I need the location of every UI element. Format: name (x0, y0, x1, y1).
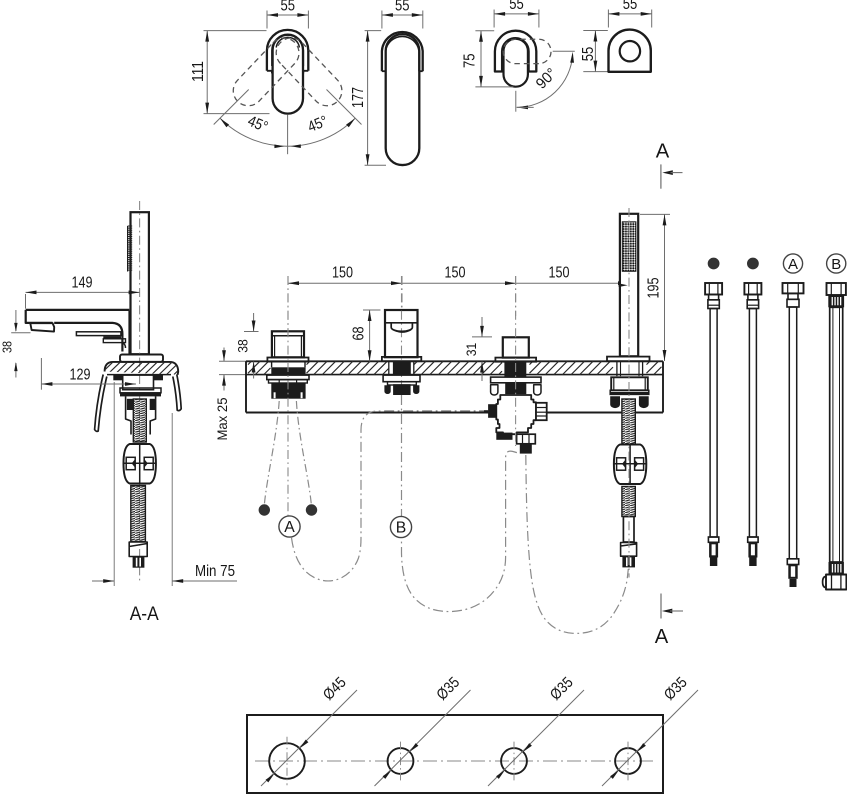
svg-text:A: A (656, 140, 670, 163)
svg-text:B: B (396, 520, 407, 537)
svg-text:45°: 45° (305, 113, 330, 136)
svg-text:38: 38 (0, 341, 15, 353)
svg-text:55: 55 (580, 47, 597, 62)
svg-text:A: A (284, 519, 295, 536)
svg-text:Min 75: Min 75 (195, 563, 235, 580)
svg-text:129: 129 (70, 367, 91, 384)
svg-text:55: 55 (509, 0, 524, 13)
svg-text:111: 111 (190, 61, 207, 82)
svg-text:45°: 45° (245, 113, 270, 136)
svg-text:38: 38 (236, 339, 252, 353)
svg-text:A-A: A-A (130, 603, 159, 625)
svg-text:Max 25: Max 25 (215, 397, 231, 440)
svg-text:55: 55 (395, 0, 410, 15)
svg-text:B: B (831, 256, 841, 273)
svg-text:A: A (655, 625, 669, 648)
svg-text:195: 195 (646, 278, 663, 299)
svg-text:55: 55 (623, 0, 638, 13)
svg-text:149: 149 (72, 275, 93, 292)
svg-text:150: 150 (332, 265, 353, 282)
svg-text:31: 31 (464, 343, 480, 357)
svg-text:150: 150 (445, 265, 466, 282)
svg-text:177: 177 (350, 87, 367, 108)
svg-text:68: 68 (351, 327, 368, 341)
svg-text:75: 75 (462, 53, 479, 67)
svg-text:150: 150 (549, 265, 570, 282)
svg-text:A: A (788, 256, 798, 273)
svg-text:55: 55 (280, 0, 295, 15)
